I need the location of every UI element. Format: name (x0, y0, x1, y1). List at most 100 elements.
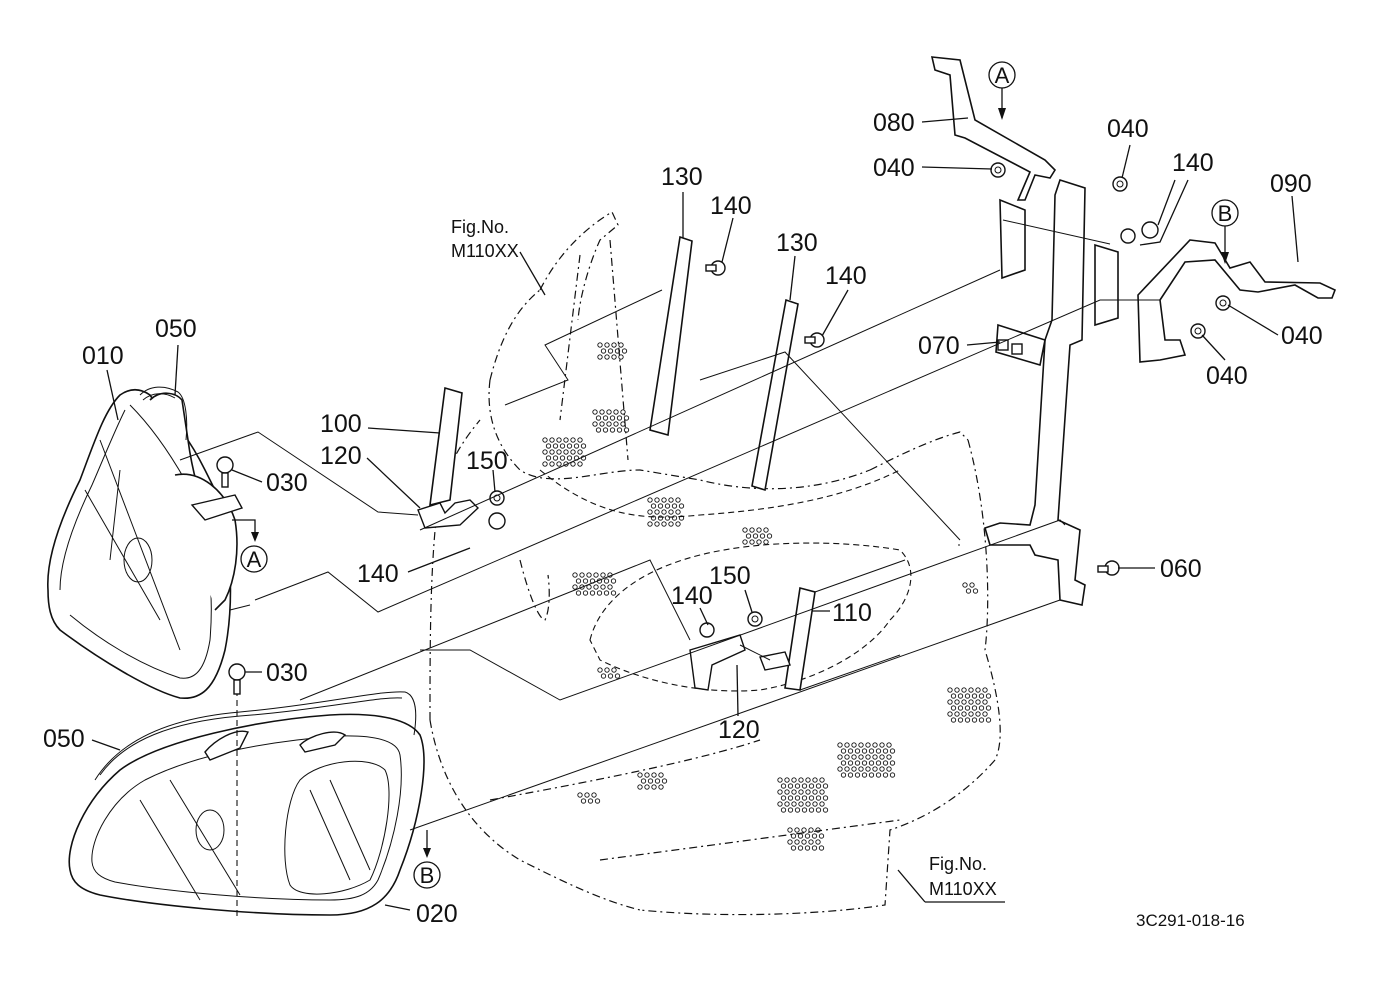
perforation-hole (815, 807, 822, 813)
hood-panel-upper (488, 211, 969, 518)
perforation-hole (592, 409, 598, 415)
perforation-hole (563, 449, 569, 455)
perforation-hole (965, 588, 972, 594)
perforation-hole (752, 533, 759, 539)
perforation-hole (609, 427, 616, 433)
perforation-hole (671, 503, 678, 509)
perforation-hole (607, 348, 614, 354)
perforation-hole (837, 742, 843, 748)
bolt-140-strip-left-icon (705, 260, 726, 276)
perforation-hole (954, 687, 960, 693)
perforation-hole (968, 711, 974, 717)
perforation-hole (573, 443, 580, 449)
label-130: 130 (661, 163, 703, 191)
perforation-hole (804, 845, 811, 851)
perforation-hole (861, 748, 868, 754)
perforation-hole (837, 766, 843, 772)
perforation-hole (791, 789, 797, 795)
perforation-hole (847, 760, 854, 766)
perforation-hole (604, 667, 610, 673)
perforation-hole (552, 443, 559, 449)
perforation-hole (763, 527, 769, 533)
perforation-hole (879, 754, 885, 760)
perforation-hole (604, 342, 610, 348)
figure-ref-lower: Fig.No. M110XX (929, 854, 997, 899)
label-140: 140 (825, 262, 867, 290)
label-140: 140 (1172, 149, 1214, 177)
label-030: 030 (266, 659, 308, 687)
label-130: 130 (776, 229, 818, 257)
perforation-hole (580, 798, 587, 804)
perforation-hole (600, 572, 606, 578)
figure-ref-line1: Fig.No. (929, 854, 987, 874)
perforation-hole (961, 687, 967, 693)
bracket-080 (930, 56, 1057, 201)
perforation-hole (794, 783, 801, 789)
perforation-hole (603, 590, 610, 596)
perforation-hole (872, 742, 878, 748)
perforation-hole (861, 760, 868, 766)
label-050: 050 (155, 315, 197, 343)
perforation-hole (549, 461, 555, 467)
label-110: 110 (832, 599, 872, 627)
perforation-hole (957, 717, 964, 723)
perforation-hole (777, 801, 783, 807)
label-140: 140 (357, 560, 399, 588)
bolt-140-strip-right-icon (804, 332, 825, 348)
perforation-hole (593, 584, 599, 590)
perforation-hole (957, 693, 964, 699)
perforation-hole (854, 748, 861, 754)
perforation-hole (840, 760, 847, 766)
label-040: 040 (1281, 322, 1323, 350)
perforation-hole (798, 801, 804, 807)
perforation-hole (620, 409, 626, 415)
perforation-hole (661, 497, 667, 503)
label-090: 090 (1270, 170, 1312, 198)
perforation-hole (597, 667, 603, 673)
perforation-hole (851, 742, 857, 748)
perforation-hole (658, 772, 664, 778)
perforation-hole (851, 754, 857, 760)
perforation-hole (563, 437, 569, 443)
perforation-hole (595, 427, 602, 433)
perforation-hole (865, 742, 871, 748)
perforation-hole (808, 839, 814, 845)
perforation-hole (787, 807, 794, 813)
perforation-hole (819, 777, 825, 783)
headlight-left (47, 388, 251, 699)
perforation-hole (812, 777, 818, 783)
perforation-hole (759, 533, 766, 539)
perforation-hole (847, 772, 854, 778)
perforation-hole (808, 783, 815, 789)
perforation-hole (587, 798, 594, 804)
perforation-hole (801, 795, 808, 801)
perforation-hole (675, 497, 681, 503)
label-080: 080 (873, 109, 915, 137)
perforation-hole (613, 409, 619, 415)
perforation-hole (651, 784, 657, 790)
perforation-hole (791, 777, 797, 783)
perforation-hole (606, 421, 612, 427)
figure-ref-line2: M110XX (451, 241, 519, 261)
perforation-hole (556, 461, 562, 467)
perforation-hole (957, 705, 964, 711)
bracket-090 (1137, 239, 1337, 363)
perforation-hole (556, 449, 562, 455)
perforation-hole (780, 783, 787, 789)
perforation-hole (805, 777, 811, 783)
perforation-hole (822, 795, 829, 801)
perforation-hole (756, 539, 762, 545)
perforation-hole (819, 789, 825, 795)
perforation-hole (818, 833, 825, 839)
perforation-hole (794, 795, 801, 801)
perforation-hole (650, 515, 657, 521)
perforation-hole (875, 748, 882, 754)
hardware (216, 162, 1231, 695)
perforation-hole (658, 784, 664, 790)
perforation-hole (844, 754, 850, 760)
perforation-hole (661, 521, 667, 527)
perforation-hole (801, 839, 807, 845)
perforation-hole (982, 687, 988, 693)
perforation-hole (749, 539, 755, 545)
perforation-hole (865, 754, 871, 760)
